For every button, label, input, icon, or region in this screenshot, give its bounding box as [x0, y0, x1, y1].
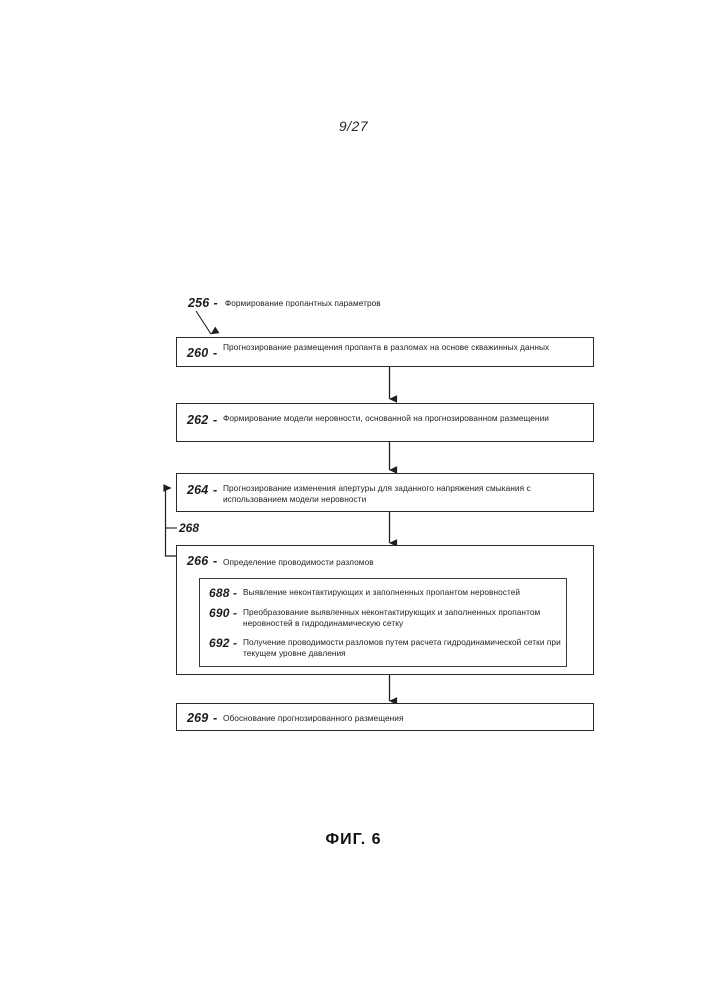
- ref-260: 260: [187, 346, 209, 360]
- step-box-266[interactable]: 266 - Определение проводимости разломов …: [176, 545, 594, 675]
- page-number: 9/27: [338, 118, 369, 134]
- ref-688: 688: [209, 586, 230, 600]
- ref-256-dash: -: [213, 296, 218, 310]
- label-268: 268: [179, 521, 200, 535]
- ref-269-dash: -: [213, 711, 218, 725]
- substep-688-text: Выявление неконтактирующих и заполненных…: [243, 587, 521, 597]
- ref-264: 264: [187, 483, 209, 497]
- figure-caption: ФИГ. 6: [325, 831, 382, 848]
- ref-260-dash: -: [213, 346, 218, 360]
- step-260-text: Прогнозирование размещения пропанта в ра…: [223, 342, 550, 352]
- ref-688-dash: -: [233, 586, 238, 600]
- step-264-text: Прогнозирование изменения апертуры для з…: [223, 483, 531, 505]
- step-box-264[interactable]: 264 - Прогнозирование изменения апертуры…: [176, 473, 594, 512]
- label-256-text: Формирование пропантных параметров: [224, 298, 381, 308]
- ref-692-dash: -: [233, 636, 238, 650]
- step-266-text: Определение проводимости разломов: [223, 557, 374, 567]
- substep-690-text: Преобразование выявленных неконтактирующ…: [243, 607, 541, 629]
- ref-690: 690: [209, 606, 230, 620]
- ref-269: 269: [187, 711, 209, 725]
- step-box-262[interactable]: 262 - Формирование модели неровности, ос…: [176, 403, 594, 442]
- step-box-260[interactable]: 260 - Прогнозирование размещения пропант…: [176, 337, 594, 367]
- ref-264-dash: -: [213, 483, 218, 497]
- ref-262: 262: [187, 413, 209, 427]
- step-box-269[interactable]: 269 - Обоснование прогнозированного разм…: [176, 703, 594, 731]
- step-262-text: Формирование модели неровности, основанн…: [223, 413, 549, 423]
- ref-262-dash: -: [213, 413, 218, 427]
- ref-256: 256: [188, 296, 210, 310]
- ref-266: 266: [187, 554, 209, 568]
- step-269-text: Обоснование прогнозированного размещения: [223, 713, 404, 723]
- ref-690-dash: -: [233, 606, 238, 620]
- substep-container: 688 - Выявление неконтактирующих и запол…: [199, 578, 567, 667]
- label-256: 256 - Формирование пропантных параметров: [188, 296, 381, 310]
- substep-692-text: Получение проводимости разломов путем ра…: [243, 637, 561, 659]
- ref-692: 692: [209, 636, 230, 650]
- ref-266-dash: -: [213, 554, 218, 568]
